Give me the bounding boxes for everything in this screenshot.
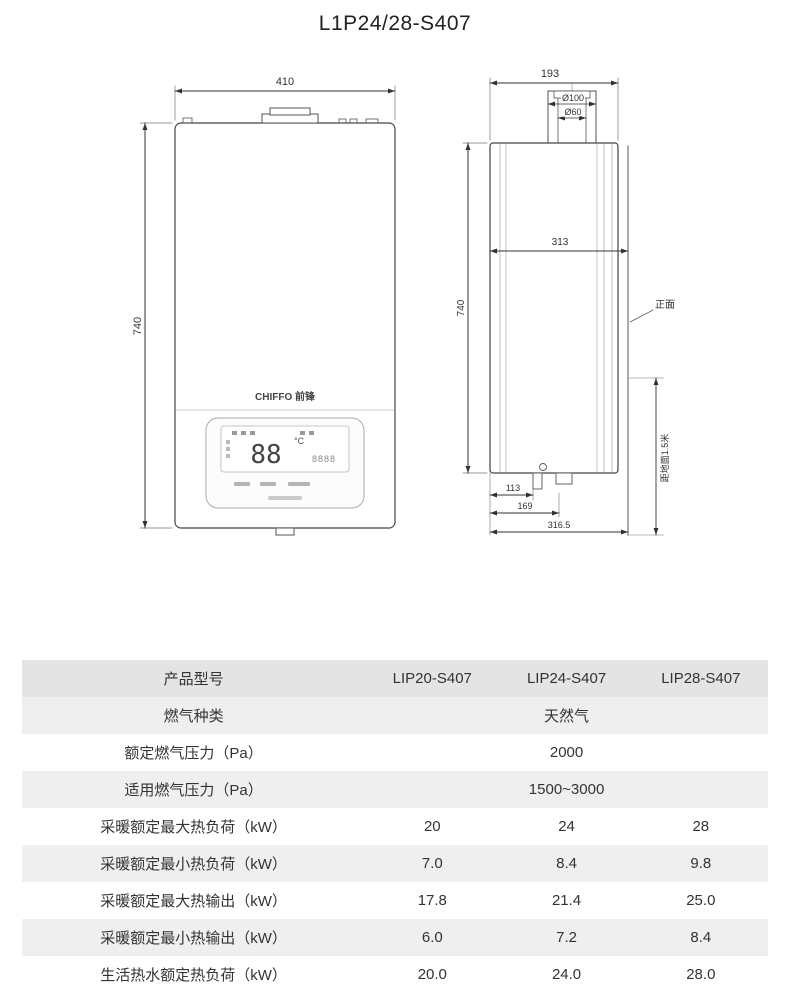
status-icon <box>309 431 314 435</box>
bottom-pipe <box>532 472 543 490</box>
row-label: 额定燃气压力（Pa） <box>124 745 263 762</box>
row-label: 生活热水额定热负荷（kW） <box>100 967 287 984</box>
display-unit: °C <box>294 436 305 446</box>
panel-button <box>260 482 276 486</box>
side-inner-depth-dim: 313 <box>552 237 569 248</box>
side-height-dim: 740 <box>456 299 467 316</box>
mode-icon <box>226 447 230 451</box>
row-value: 24 <box>558 818 575 835</box>
header-label: 产品型号 <box>163 671 224 688</box>
table-row-max-heat-input: 采暖额定最大热负荷（kW） 20 24 28 <box>22 808 768 845</box>
row-label: 燃气种类 <box>163 708 224 725</box>
flue-inner-dim: Ø60 <box>564 107 581 117</box>
row-value: 17.8 <box>417 892 447 909</box>
status-icon <box>300 431 305 435</box>
side-view: 193 Ø100 Ø60 313 <box>456 67 675 536</box>
row-value: 8.4 <box>690 929 712 946</box>
row-value: 25.0 <box>686 892 716 909</box>
dim-316-5: 316.5 <box>548 520 571 530</box>
lcd-display <box>220 425 350 473</box>
table-row-min-heat-input: 采暖额定最小热负荷（kW） 7.0 8.4 9.8 <box>22 845 768 882</box>
table-row-gas-type: 燃气种类 天然气 <box>22 697 768 734</box>
row-label: 采暖额定最大热负荷（kW） <box>100 819 287 836</box>
row-value: 8.4 <box>556 855 577 872</box>
top-tab <box>338 118 347 124</box>
row-value: 9.8 <box>690 855 712 872</box>
table-row-min-heat-output: 采暖额定最小热输出（kW） 6.0 7.2 8.4 <box>22 919 768 956</box>
panel-button <box>234 482 250 486</box>
spec-table: 产品型号 LIP20-S407 LIP24-S407 LIP28-S407 燃气… <box>22 660 768 993</box>
status-icon <box>241 431 246 435</box>
row-value-span: 1500~3000 <box>528 781 605 798</box>
row-value-span: 2000 <box>549 744 584 761</box>
dim-113: 113 <box>506 483 520 493</box>
status-icon <box>232 431 237 435</box>
top-tab <box>182 117 193 124</box>
row-value-span: 天然气 <box>544 708 590 725</box>
front-face-label: 正面 <box>655 300 675 311</box>
top-tab <box>365 118 379 124</box>
header-model-3: LIP28-S407 <box>661 670 741 687</box>
row-value: 7.0 <box>421 855 443 872</box>
front-height-dim: 740 <box>132 317 144 335</box>
mode-icon <box>226 440 230 444</box>
header-model-2: LIP24-S407 <box>526 670 607 687</box>
front-width-dim: 410 <box>276 76 294 88</box>
row-value: 20.0 <box>417 966 447 983</box>
table-row-dhw-heat-input: 生活热水额定热负荷（kW） 20.0 24.0 28.0 <box>22 956 768 993</box>
display-temperature: 88 <box>250 440 281 470</box>
row-label: 采暖额定最大热输出（kW） <box>100 893 287 910</box>
row-label: 采暖额定最小热负荷（kW） <box>100 856 287 873</box>
mode-icon <box>226 454 230 458</box>
row-label: 采暖额定最小热输出（kW） <box>100 930 287 947</box>
panel-logo <box>268 496 302 500</box>
table-row-rated-pressure: 额定燃气压力（Pa） 2000 <box>22 734 768 771</box>
header-model-1: LIP20-S407 <box>392 670 472 687</box>
table-row-applicable-pressure: 适用燃气压力（Pa） 1500~3000 <box>22 771 768 808</box>
bottom-stub <box>555 472 573 485</box>
display-sub-digits: 8888 <box>312 454 336 464</box>
side-depth-dim: 193 <box>541 68 559 80</box>
top-tab <box>349 118 358 124</box>
panel-button <box>288 482 310 486</box>
row-value: 21.4 <box>551 892 582 909</box>
dim-169: 169 <box>517 501 532 511</box>
table-row-max-heat-output: 采暖额定最大热输出（kW） 17.8 21.4 25.0 <box>22 882 768 919</box>
ground-clearance-label: 距地面1.5米 <box>659 434 670 483</box>
bottom-tab <box>275 527 295 536</box>
page-title: L1P24/28-S407 <box>318 12 472 35</box>
flue-flange <box>553 90 591 99</box>
row-value: 7.2 <box>556 929 577 946</box>
row-value: 28 <box>692 818 710 835</box>
row-value: 20 <box>423 818 441 835</box>
flue-outer-dim: Ø100 <box>562 93 584 103</box>
table-header-row: 产品型号 LIP20-S407 LIP24-S407 LIP28-S407 <box>22 660 768 697</box>
boiler-side-body <box>489 142 619 474</box>
front-view: 410 740 CHIFFO 前锋 <box>132 76 396 536</box>
row-value: 24.0 <box>551 966 582 983</box>
flue-cap-top <box>269 107 311 116</box>
status-icon <box>250 431 255 435</box>
row-label: 适用燃气压力（Pa） <box>124 782 263 799</box>
drain-port <box>539 463 547 471</box>
brand-logo: CHIFFO 前锋 <box>255 390 316 403</box>
row-value: 28.0 <box>686 966 716 983</box>
row-value: 6.0 <box>421 929 443 946</box>
technical-drawings: 410 740 CHIFFO 前锋 <box>132 67 675 536</box>
